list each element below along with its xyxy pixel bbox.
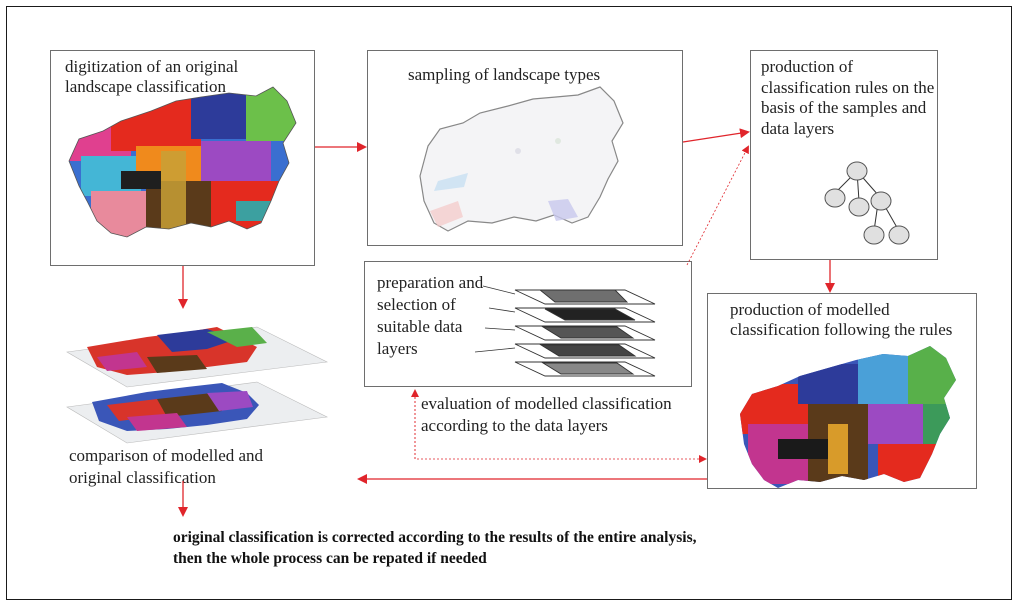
modelled-map-icon: [740, 346, 956, 488]
flow-arrows: [178, 128, 835, 517]
step-sampling-label: sampling of landscape types: [408, 65, 601, 84]
step-layers-label: preparation and selection of suitable da…: [377, 273, 484, 358]
step-comparison-label: comparison of modelled and original clas…: [69, 446, 264, 487]
comparison-maps-icon: [66, 326, 329, 444]
data-layers-stack-icon: [474, 285, 656, 377]
step-evaluation-label: evaluation of modelled classification ac…: [421, 394, 672, 435]
step-rules-label: production of classification rules on th…: [761, 57, 935, 138]
step-sampling-box: sampling of landscape types: [367, 50, 683, 246]
decision-tree-icon: [824, 161, 910, 245]
conclusion-line-2: then the whole process can be repated if…: [173, 550, 487, 567]
conclusion-line-1: original classification is corrected acc…: [173, 529, 697, 546]
step-digitization-box: digitization of an original landscape cl…: [50, 50, 315, 266]
step-modelled-label: production of modelled classification fo…: [730, 300, 953, 339]
step-rules-box: production of classification rules on th…: [750, 50, 938, 260]
step-modelled-box: production of modelled classification fo…: [707, 293, 977, 489]
classified-map-icon: [68, 86, 297, 238]
step-digitization-label: digitization of an original landscape cl…: [65, 57, 239, 96]
sample-map-icon: [419, 86, 624, 232]
step-layers-box: preparation and selection of suitable da…: [364, 261, 692, 387]
diagram-frame: digitization of an original landscape cl…: [6, 6, 1012, 600]
